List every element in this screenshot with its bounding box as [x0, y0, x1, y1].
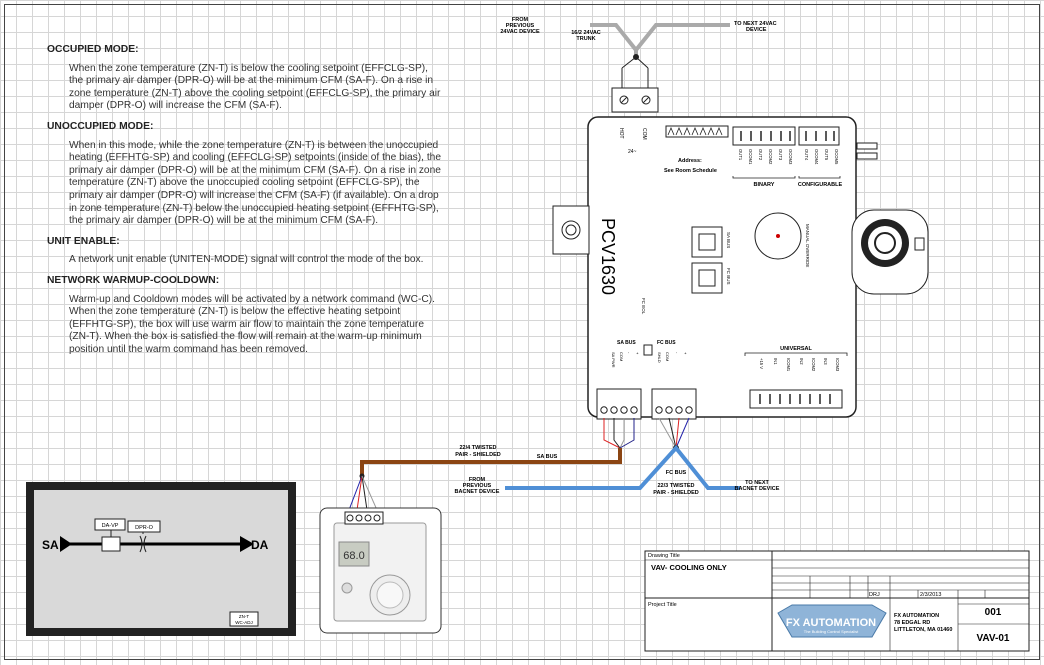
manual-override-label: MANUAL OVERRIDE: [805, 224, 810, 267]
universal-label: UNIVERSAL: [780, 346, 812, 352]
universal-terminal-label-7: ICOM3: [835, 358, 840, 372]
address-note: See Room Schedule: [664, 168, 717, 174]
sequence-of-operation: OCCUPIED MODE: When the zone temperature…: [47, 44, 442, 364]
fc-cable-label-1: 22/3 TWISTED: [658, 483, 695, 489]
sa-terminal-label-1: SA PWR: [611, 352, 616, 368]
room-sensor: 68.0: [319, 507, 442, 634]
company-address-3: LITTLETON, MA 01460: [894, 627, 952, 633]
project-title-label: Project Title: [648, 602, 677, 608]
fc-to-label-1: TO NEXT: [745, 480, 769, 486]
fc-terminal-label-3: -: [675, 352, 680, 354]
fc-bus-jack-label: FC BUS: [726, 268, 731, 285]
company-tagline: The Building Control Specialist: [804, 629, 859, 634]
seq-heading-warmup: NETWORK WARMUP-COOLDOWN:: [47, 274, 220, 286]
configurable-label: CONFIGURABLE: [798, 182, 843, 188]
output-label-10: OCOM5: [834, 149, 839, 165]
fc-eol-label: FC EOL: [641, 298, 646, 315]
sa-terminal-label-2: COM: [619, 352, 624, 361]
fc-terminal-label-4: +: [683, 352, 688, 355]
drawn-by: DRJ: [869, 592, 880, 598]
sensor-tag-1: ZN-T: [239, 614, 249, 619]
sa-bus-cable: 22/4 TWISTED PAIR - SHIELDED SA BUS: [348, 418, 635, 511]
discharge-air-label: DA: [251, 538, 269, 552]
output-label-1: OUT1: [738, 149, 743, 161]
company-address-1: FX AUTOMATION: [894, 613, 939, 619]
supply-air-label: SA: [42, 538, 59, 552]
address-dip-switch[interactable]: [665, 125, 729, 138]
output-label-6: OCOM3: [788, 149, 793, 165]
fc-from-label-3: BACNET DEVICE: [455, 489, 500, 495]
company-logo: FX AUTOMATION: [786, 617, 876, 629]
power-from-label-2: PREVIOUS: [506, 23, 535, 29]
drawing-title-label: Drawing Title: [648, 553, 680, 559]
seq-heading-unit-enable: UNIT ENABLE:: [47, 235, 120, 247]
sheet-number: 001: [985, 607, 1002, 618]
power-to-label-2: DEVICE: [746, 27, 767, 33]
damper-actuator: [851, 209, 929, 295]
output-label-2: OCOM1: [748, 149, 753, 165]
fc-cable-bus-label: FC BUS: [666, 470, 687, 476]
drawing-border: [4, 4, 1040, 660]
universal-terminal-label-4: IN2: [799, 358, 804, 365]
fc-cable-label-2: PAIR - SHIELDED: [653, 490, 698, 496]
sa-cable-bus-label: SA BUS: [537, 454, 558, 460]
power-from-label-3: 24VAC DEVICE: [500, 29, 540, 35]
drawing-number: VAV-01: [977, 633, 1010, 644]
seq-text-occupied: When the zone temperature (ZN-T) is belo…: [69, 62, 441, 112]
universal-terminal-label-2: IN1: [773, 358, 778, 365]
fc-bus-cable: FC BUS 22/3 TWISTED PAIR - SHIELDED FROM…: [455, 417, 780, 496]
company-address-2: 78 EDGAL RD: [894, 620, 930, 626]
output-label-4: OCOM2: [768, 149, 773, 165]
com-terminal-label: COM: [641, 128, 647, 140]
sa-bus-jack[interactable]: [691, 226, 723, 258]
seq-heading-occupied: OCCUPIED MODE:: [47, 44, 139, 55]
airflow-diagram: SA DA DA-VP DPR-O ZN-T WC-ADJ: [26, 482, 296, 636]
drawing-title: VAV- COOLING ONLY: [651, 563, 727, 572]
sa-bus-jack-label: SA BUS: [726, 232, 731, 248]
binary-label: BINARY: [754, 182, 775, 188]
output-label-5: OUT3: [778, 149, 783, 161]
fc-from-label-2: PREVIOUS: [463, 483, 492, 489]
sa-cable-label-2: PAIR - SHIELDED: [455, 452, 500, 458]
seq-heading-unoccupied: UNOCCUPIED MODE:: [47, 120, 154, 132]
title-block: Drawing Title VAV- COOLING ONLY Project …: [644, 550, 1030, 652]
universal-terminal-label-1: +15 V: [759, 358, 764, 369]
seq-text-unit-enable: A network unit enable (UNITEN-MODE) sign…: [69, 254, 424, 266]
fc-bus-jack[interactable]: [691, 262, 723, 294]
power-trunk-label-2: TRUNK: [576, 36, 595, 42]
sa-bus-label: SA BUS: [617, 340, 636, 346]
sensor-display: 68.0: [343, 550, 364, 562]
power-to-label: TO NEXT 24VAC: [734, 21, 777, 27]
drawing-date: 2/3/2013: [920, 592, 941, 598]
seq-text-warmup: Warm-up and Cooldown modes will be activ…: [69, 293, 435, 355]
fc-from-label-1: FROM: [469, 477, 486, 483]
controller-model: PCV1630: [598, 218, 618, 295]
output-label-8: OCOM4: [814, 149, 819, 165]
sa-cable-label-1: 22/4 TWISTED: [460, 445, 497, 451]
output-label-3: OUT2: [758, 149, 763, 161]
universal-terminal-label-5: ICOM2: [811, 358, 816, 372]
universal-terminal-label-6: IN3: [823, 358, 828, 365]
vac-label: 24~: [628, 149, 637, 155]
flow-sensor-label: DA-VP: [102, 523, 119, 529]
output-label-7: OUT4: [804, 149, 809, 161]
sa-terminal-label-3: -: [627, 352, 632, 354]
fc-to-label-2: BACNET DEVICE: [735, 486, 780, 492]
seq-text-unoccupied: When in this mode, while the zone temper…: [69, 139, 441, 227]
pcv1630-controller: HOT COM 24~ Address: See Room Schedule O…: [552, 116, 878, 420]
power-trunk: FROM PREVIOUS 24VAC DEVICE 16/2 24VAC TR…: [500, 17, 777, 113]
fc-terminal-label-2: COM: [665, 352, 670, 361]
hot-terminal-label: HOT: [618, 128, 624, 139]
power-trunk-label: 16/2 24VAC: [571, 30, 601, 36]
power-from-label: FROM: [512, 17, 529, 23]
sa-terminal-label-4: +: [635, 352, 640, 355]
address-label: Address:: [678, 158, 702, 164]
sensor-tag-2: WC-ADJ: [235, 620, 253, 625]
damper-label: DPR-O: [135, 525, 153, 531]
fc-terminal-label-1: SHLD: [657, 352, 662, 363]
fc-bus-label: FC BUS: [657, 340, 676, 346]
output-label-9: OUT5: [824, 149, 829, 161]
universal-terminal-label-3: ICOM1: [786, 358, 791, 372]
